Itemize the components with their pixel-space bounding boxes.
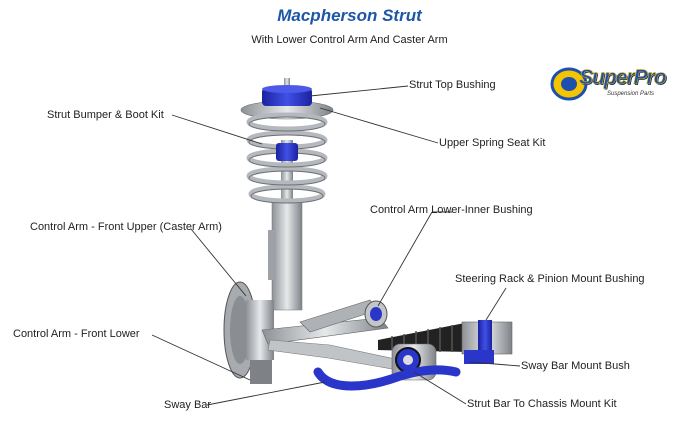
label-upper-spring-seat: Upper Spring Seat Kit xyxy=(439,137,545,149)
label-strut-top-bushing: Strut Top Bushing xyxy=(409,79,496,91)
control-arm-inner-bushing xyxy=(365,301,387,327)
sway-bar xyxy=(318,370,456,386)
label-steering-rack: Steering Rack & Pinion Mount Bushing xyxy=(455,273,645,285)
label-control-arm-front-lower: Control Arm - Front Lower xyxy=(13,328,140,340)
strut-bumper-bushing xyxy=(276,143,298,161)
label-strut-bar-chassis: Strut Bar To Chassis Mount Kit xyxy=(467,398,617,410)
label-sway-bar: Sway Bar xyxy=(164,399,211,411)
label-strut-bumper-boot: Strut Bumper & Boot Kit xyxy=(47,109,164,121)
label-control-arm-front-upper: Control Arm - Front Upper (Caster Arm) xyxy=(30,221,222,233)
label-control-arm-lower-inner: Control Arm Lower-Inner Bushing xyxy=(370,204,533,216)
label-sway-bar-mount: Sway Bar Mount Bush xyxy=(521,360,630,372)
